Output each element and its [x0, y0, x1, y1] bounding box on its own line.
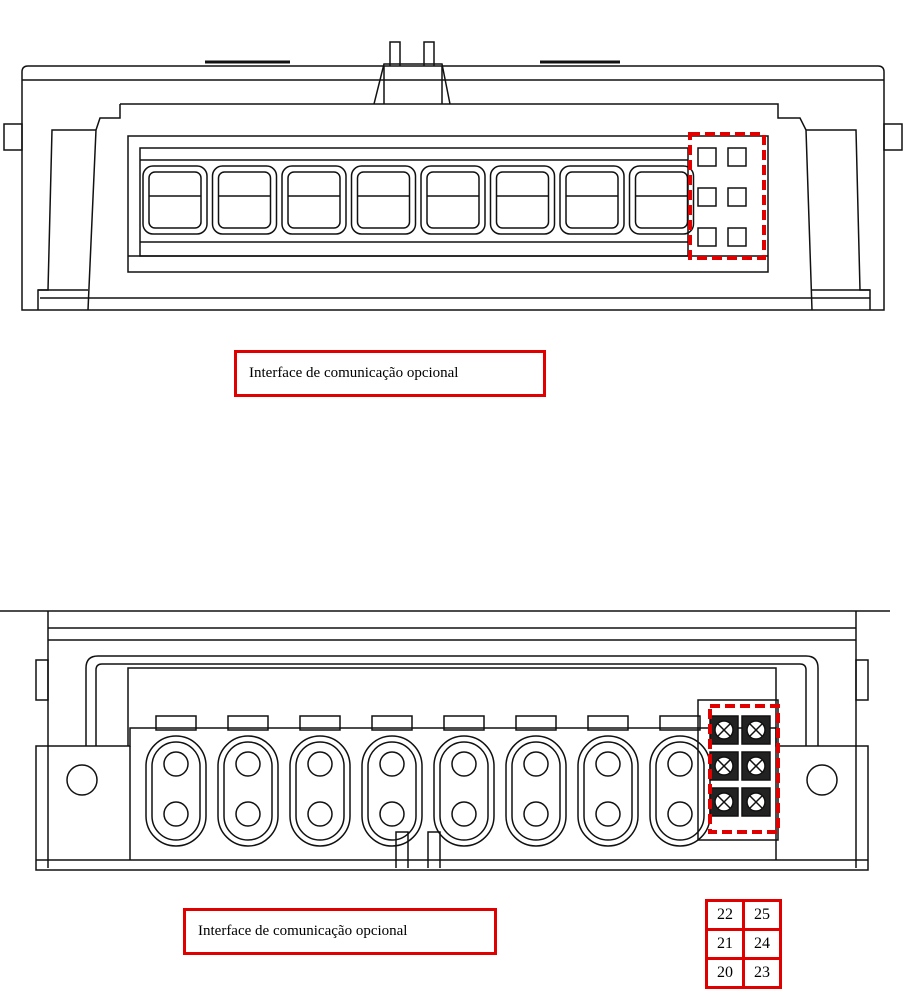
- bottom-oval-socket-inner: [655, 741, 705, 841]
- bottom-comm-screw-slot: [717, 795, 731, 809]
- bottom-oval-socket: [433, 735, 495, 847]
- top-view: [3, 41, 903, 311]
- terminal-number: 21: [705, 928, 745, 960]
- bottom-comm-screw-slot: [749, 759, 763, 773]
- bottom-oval-socket: [361, 735, 423, 847]
- bottom-socket-tab: [659, 715, 701, 731]
- bottom-comm-screw-slot: [717, 759, 731, 773]
- optional-comm-interface-caption-top: Interface de comunicação opcional: [234, 350, 546, 397]
- top-terminal-socket-inner: [148, 171, 202, 229]
- top-terminal-socket: [281, 165, 347, 235]
- bottom-socket-tab: [587, 715, 629, 731]
- top-comm-pin: [727, 187, 747, 207]
- terminal-row: 22 25: [705, 899, 782, 931]
- bottom-socket-hole: [595, 751, 621, 777]
- bottom-comm-screws: [709, 715, 771, 817]
- top-terminal-socket-inner: [287, 171, 341, 229]
- bottom-comm-screw-slot: [749, 723, 763, 737]
- top-comm-highlight: [688, 132, 766, 260]
- top-terminal-socket: [420, 165, 486, 235]
- bottom-socket-hole: [307, 751, 333, 777]
- terminal-number: 25: [742, 899, 782, 931]
- bottom-socket-hole: [379, 801, 405, 827]
- top-comm-pin: [697, 227, 717, 247]
- bottom-oval-socket: [145, 735, 207, 847]
- bottom-socket-hole: [163, 751, 189, 777]
- bottom-view: [0, 610, 890, 871]
- top-terminal-socket-inner: [634, 171, 689, 229]
- bottom-socket-tab: [371, 715, 413, 731]
- top-terminal-socket-inner: [426, 171, 480, 229]
- top-comm-pin: [727, 147, 747, 167]
- top-comm-pins: [697, 147, 747, 247]
- bottom-socket-tab: [443, 715, 485, 731]
- bottom-socket-hole: [235, 751, 261, 777]
- top-comm-pin: [697, 187, 717, 207]
- terminal-number: 23: [742, 957, 782, 989]
- bottom-oval-socket-inner: [511, 741, 561, 841]
- bottom-socket-hole: [667, 801, 693, 827]
- bottom-oval-socket: [289, 735, 351, 847]
- terminal-number: 20: [705, 957, 745, 989]
- top-terminal-socket: [628, 165, 695, 235]
- bottom-socket-tab: [299, 715, 341, 731]
- top-terminal-socket: [559, 165, 625, 235]
- terminal-number: 22: [705, 899, 745, 931]
- comm-terminal-number-table: 22 25 21 24 20 23: [705, 899, 782, 989]
- bottom-socket-hole: [667, 751, 693, 777]
- terminal-number: 24: [742, 928, 782, 960]
- bottom-oval-socket-inner: [367, 741, 417, 841]
- bottom-oval-socket: [217, 735, 279, 847]
- top-terminal-socket-inner: [217, 171, 272, 229]
- bottom-socket-hole: [235, 801, 261, 827]
- bottom-socket-tab: [155, 715, 197, 731]
- top-terminal-sockets: [142, 165, 695, 235]
- bottom-socket-hole: [163, 801, 189, 827]
- top-terminal-socket-inner: [356, 171, 411, 229]
- bottom-socket-hole: [379, 751, 405, 777]
- bottom-oval-socket-inner: [151, 741, 201, 841]
- bottom-socket-tab: [227, 715, 269, 731]
- bottom-oval-socket-inner: [295, 741, 345, 841]
- bottom-socket-hole: [595, 801, 621, 827]
- bottom-oval-socket-inner: [223, 741, 273, 841]
- bottom-oval-socket: [505, 735, 567, 847]
- top-terminal-socket: [211, 165, 278, 235]
- bottom-socket-tab: [515, 715, 557, 731]
- top-terminal-socket: [350, 165, 417, 235]
- bottom-socket-hole: [451, 801, 477, 827]
- bottom-socket-hole: [523, 801, 549, 827]
- bottom-comm-screw-slot: [749, 795, 763, 809]
- bottom-comm-highlight: [708, 704, 780, 834]
- terminal-row: 21 24: [705, 928, 782, 960]
- bottom-comm-screw-slot: [717, 723, 731, 737]
- bottom-socket-hole: [451, 751, 477, 777]
- bottom-oval-socket-inner: [583, 741, 633, 841]
- bottom-terminal-sockets: [145, 715, 711, 847]
- top-terminal-socket: [142, 165, 208, 235]
- top-comm-pin: [727, 227, 747, 247]
- top-terminal-socket-inner: [565, 171, 619, 229]
- top-comm-pin: [697, 147, 717, 167]
- bottom-socket-hole: [523, 751, 549, 777]
- bottom-oval-socket: [577, 735, 639, 847]
- optional-comm-interface-caption-bottom: Interface de comunicação opcional: [183, 908, 497, 955]
- top-terminal-socket: [489, 165, 556, 235]
- terminal-row: 20 23: [705, 957, 782, 989]
- top-terminal-socket-inner: [495, 171, 550, 229]
- bottom-oval-socket-inner: [439, 741, 489, 841]
- bottom-socket-hole: [307, 801, 333, 827]
